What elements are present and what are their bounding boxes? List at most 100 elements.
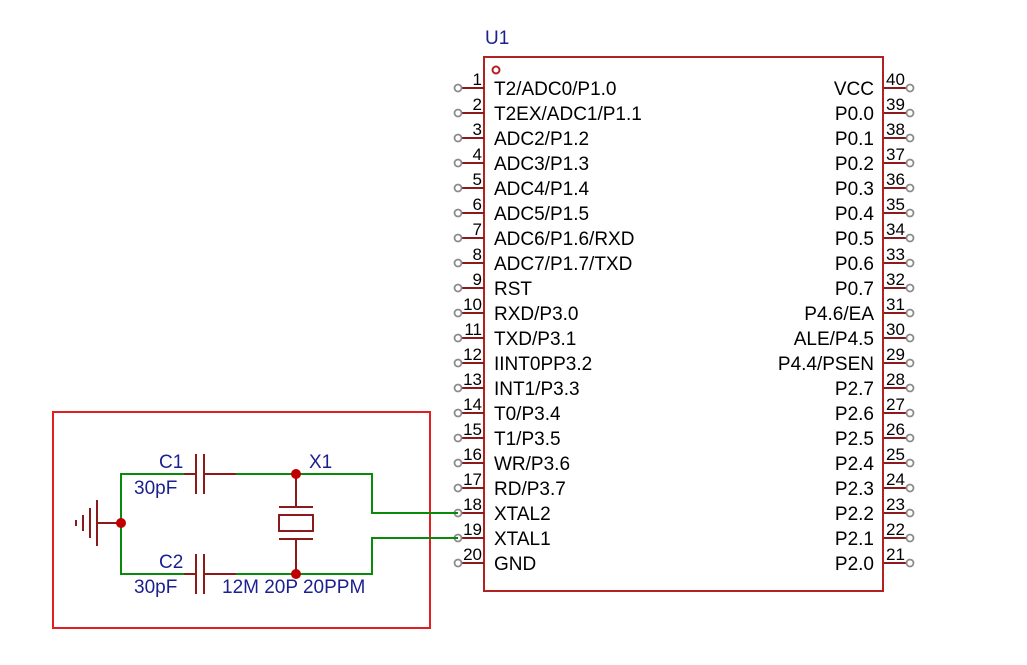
pin-number: 24 (886, 470, 905, 489)
pin-endpoint (905, 483, 915, 493)
pin-number: 3 (473, 120, 482, 139)
pin-number: 35 (886, 195, 905, 214)
pin-number: 38 (886, 120, 905, 139)
pin-endpoint (905, 408, 915, 418)
pin-endpoint (453, 183, 463, 193)
pin-number: 1 (473, 70, 482, 89)
pin-number: 12 (463, 345, 482, 364)
pin-endpoint (453, 283, 463, 293)
pin-label: P0.6 (835, 254, 874, 275)
pin-endpoint (905, 83, 915, 93)
pin-label: P4.6/EA (804, 304, 874, 325)
pin-endpoint (905, 133, 915, 143)
pin-endpoint (453, 133, 463, 143)
pin-endpoint (905, 183, 915, 193)
pin-38: 38 P0.1 (835, 120, 915, 150)
pin-endpoint (453, 408, 463, 418)
pin-label: ALE/P4.5 (794, 329, 874, 350)
pin-endpoint (905, 508, 915, 518)
pin-label: P2.3 (835, 479, 874, 500)
pin-endpoint (453, 358, 463, 368)
pin-label: WR/P3.6 (494, 454, 570, 475)
pin-label: P2.2 (835, 504, 874, 525)
c1-designator: C1 (159, 452, 183, 473)
x1-designator: X1 (309, 452, 332, 473)
pin-endpoint (453, 208, 463, 218)
pin-label: ADC4/P1.4 (494, 179, 589, 200)
pin-endpoint (905, 108, 915, 118)
pin-number: 36 (886, 170, 905, 189)
pin-endpoint (453, 558, 463, 568)
pin-label: IINT0PP3.2 (494, 354, 592, 375)
pin-21: 21 P2.0 (835, 545, 915, 575)
c1-value: 30pF (134, 478, 177, 499)
pin-label: XTAL1 (494, 529, 551, 550)
pin-number: 40 (886, 70, 905, 89)
pin-endpoint (453, 308, 463, 318)
pin-label: P0.7 (835, 279, 874, 300)
pin-endpoint (905, 458, 915, 468)
pin-label: P2.0 (835, 554, 874, 575)
pin1-marker (491, 65, 501, 75)
pin-label: RST (494, 279, 532, 300)
pin-label: ADC6/P1.6/RXD (494, 229, 634, 250)
pin-5: 5 ADC4/P1.4 (453, 170, 589, 200)
wire-xtal2 (236, 473, 458, 514)
ground-symbol (75, 500, 121, 546)
pin-endpoint (453, 158, 463, 168)
pin-endpoint (453, 333, 463, 343)
pin-label: P2.1 (835, 529, 874, 550)
crystal-x1 (278, 474, 314, 574)
pin-number: 21 (886, 545, 905, 564)
pin-label: ADC2/P1.2 (494, 129, 589, 150)
pin-number: 16 (463, 445, 482, 464)
pin-endpoint (905, 283, 915, 293)
pin-number: 26 (886, 420, 905, 439)
pin-label: P0.1 (835, 129, 874, 150)
wire-xtal1 (236, 537, 458, 575)
pin-25: 25 P2.4 (835, 445, 915, 475)
pin-number: 11 (464, 320, 482, 339)
pin-label: TXD/P3.1 (494, 329, 576, 350)
pin-number: 15 (463, 420, 482, 439)
pin-number: 25 (886, 445, 905, 464)
pin-number: 13 (463, 370, 482, 389)
pin-number: 33 (886, 245, 905, 264)
pin-number: 32 (886, 270, 905, 289)
x1-value: 12M 20P 20PPM (222, 577, 365, 598)
pin-number: 18 (463, 495, 482, 514)
pin-number: 17 (463, 470, 482, 489)
pin-number: 5 (473, 170, 482, 189)
pin-33: 33 P0.6 (835, 245, 915, 275)
pin-label: ADC3/P1.3 (494, 154, 589, 175)
pin-32: 32 P0.7 (835, 270, 915, 300)
pin-number: 28 (886, 370, 905, 389)
pin-label: T2EX/ADC1/P1.1 (494, 104, 642, 125)
pin-endpoint (453, 233, 463, 243)
pin-number: 23 (886, 495, 905, 514)
pin-number: 34 (886, 220, 905, 239)
pin-endpoint (453, 383, 463, 393)
pin-label: P2.4 (835, 454, 875, 475)
pin-number: 29 (886, 345, 905, 364)
pin-endpoint (453, 108, 463, 118)
pin-12: 12 IINT0PP3.2 (453, 345, 592, 375)
pin-label: P0.3 (835, 179, 874, 200)
